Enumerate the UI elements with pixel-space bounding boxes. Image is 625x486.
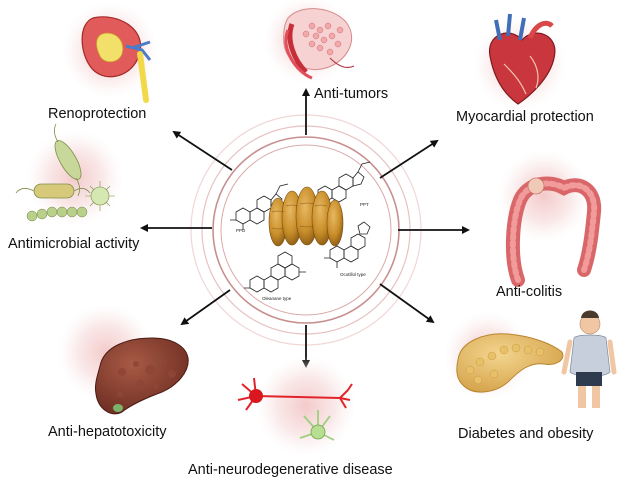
arrows [140,88,470,368]
label-myocardial-protection: Myocardial protection [456,109,594,125]
compound-label-ppt: PPT [360,202,369,207]
microbes-icon [15,123,123,226]
arrow-myocardial-protection [379,139,439,179]
kidney-icon [62,2,158,103]
label-anti-tumors: Anti-tumors [314,86,389,102]
label-renoprotection: Renoprotection [48,106,147,122]
label-anti-hepatotoxicity: Anti-hepatotoxicity [48,424,167,440]
label-diabetes-and-obesity: Diabetes and obesity [458,426,594,442]
pancreas-person-icon [444,310,617,408]
neuron-icon [237,356,356,456]
label-anti-colitis: Anti-colitis [496,284,563,300]
label-anti-neurodegenerative-disease: Anti-neurodegenerative disease [188,462,393,478]
label-antimicrobial-activity: Antimicrobial activity [8,236,140,252]
liver-icon [58,304,189,415]
arrow-anti-hepatotoxicity [180,289,231,326]
tumor-tissue-icon [264,0,355,84]
ginseng-root-icon [268,186,344,247]
colon-icon [498,150,602,287]
heart-icon [474,13,566,110]
arrow-renoprotection [172,130,233,171]
compound-label-ppd: PPD [236,228,246,233]
compound-label-ocotillol: Ocotillol type [340,272,366,277]
structure-ppd [230,183,289,230]
structure-ocotillol [324,221,371,268]
arrow-diabetes-and-obesity [379,283,435,324]
compound-label-oleanane: Oleanane type [262,296,292,301]
structure-oleanane [244,251,306,293]
